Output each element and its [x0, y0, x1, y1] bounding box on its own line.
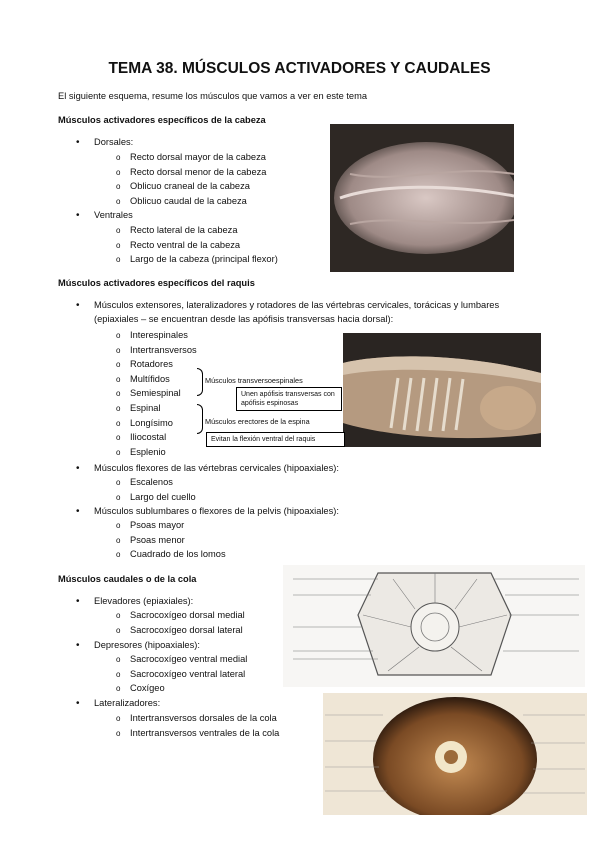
sublist-item: Rotadores — [130, 359, 173, 370]
note-box-transversoespinales: Unen apófisis transversas con apófisis e… — [236, 387, 342, 411]
sublist-item: Multífidos — [130, 373, 170, 384]
sub-bullet-icon: o — [116, 478, 121, 487]
sublist-item: Interespinales — [130, 330, 188, 340]
brace-erectores — [197, 404, 203, 434]
tail-section-illustration — [283, 565, 585, 687]
section-heading-cabeza: Músculos activadores específicos de la c… — [58, 115, 266, 125]
intro-text: El siguiente esquema, resume los músculo… — [58, 91, 368, 101]
sub-bullet-icon: o — [116, 197, 121, 207]
bullet-icon: • — [76, 640, 80, 651]
sub-bullet-icon: o — [116, 153, 121, 162]
tail-section-photo — [323, 693, 587, 821]
bullet-icon: • — [76, 463, 80, 474]
head-muscles-photo — [330, 124, 518, 272]
sub-bullet-icon: o — [116, 255, 121, 265]
sub-bullet-icon: o — [116, 550, 121, 560]
sublist-item: Escalenos — [130, 477, 173, 487]
sublist-item: Semiespinal — [130, 388, 181, 399]
brace-transversoespinales — [197, 368, 203, 396]
sublist-item: Sacrocoxígeo dorsal medial — [130, 610, 245, 620]
list-item-lateralizadores: Lateralizadores: — [94, 698, 161, 708]
note-box-erectores: Evitan la flexión ventral del raquis — [206, 432, 345, 447]
list-item-elevadores: Elevadores (epiaxiales): — [94, 596, 194, 606]
sublist-item: Psoas mayor — [130, 520, 185, 530]
sub-bullet-icon: o — [116, 655, 121, 664]
bullet-icon: • — [76, 300, 80, 311]
brace-label-erectores: Músculos erectores de la espina — [205, 417, 310, 426]
sublist-item: Intertransversos ventrales de la cola — [130, 727, 280, 738]
sublist-item: Oblicuo caudal de la cabeza — [130, 196, 247, 207]
bullet-icon: • — [76, 210, 80, 221]
sub-bullet-icon: o — [116, 360, 121, 370]
sublist-item: Longísimo — [130, 417, 173, 428]
sublist-item: Sacrocoxígeo dorsal lateral — [130, 624, 243, 635]
bullet-icon: • — [76, 137, 80, 148]
list-item-extensores-cont: (epiaxiales – se encuentran desde las ap… — [94, 314, 394, 324]
page-title: TEMA 38. MÚSCULOS ACTIVADORES Y CAUDALES — [108, 60, 491, 77]
sub-bullet-icon: o — [116, 492, 121, 502]
sub-bullet-icon: o — [116, 404, 121, 413]
bullet-icon: • — [76, 506, 80, 517]
sublist-item: Coxígeo — [130, 683, 165, 694]
list-item-depresores: Depresores (hipoaxiales): — [94, 640, 200, 650]
sub-bullet-icon: o — [116, 625, 121, 635]
sub-bullet-icon: o — [116, 182, 121, 192]
sublist-item: Sacrocoxígeo ventral medial — [130, 654, 248, 664]
sub-bullet-icon: o — [116, 433, 121, 443]
sublist-item: Iliocostal — [130, 432, 167, 443]
tail-section-diagram — [283, 565, 585, 687]
sublist-item: Recto ventral de la cabeza — [130, 239, 241, 250]
sublist-item: Psoas menor — [130, 534, 185, 545]
sublist-item: Largo de la cabeza (principal flexor) — [130, 254, 278, 265]
list-item-sublumbares: Músculos sublumbares o flexores de la pe… — [94, 506, 339, 516]
head-muscles-illustration — [330, 124, 518, 272]
section-heading-raquis: Músculos activadores específicos del raq… — [58, 278, 255, 288]
trunk-muscles-illustration — [343, 333, 541, 447]
sub-bullet-icon: o — [116, 611, 121, 620]
sublist-item: Recto dorsal menor de la cabeza — [130, 166, 267, 177]
bullet-icon: • — [76, 596, 80, 607]
sub-bullet-icon: o — [116, 240, 121, 250]
sub-bullet-icon: o — [116, 684, 121, 694]
bullet-icon: • — [76, 698, 80, 709]
sub-bullet-icon: o — [116, 389, 121, 399]
sublist-item: Intertransversos — [130, 344, 197, 355]
sub-bullet-icon: o — [116, 669, 121, 679]
sublist-item: Esplenio — [130, 446, 166, 457]
sublist-item: Recto lateral de la cabeza — [130, 225, 238, 235]
tail-photo-illustration — [323, 693, 587, 821]
sublist-item: Intertransversos dorsales de la cola — [130, 713, 277, 723]
sub-bullet-icon: o — [116, 521, 121, 530]
section-heading-cola: Músculos caudales o de la cola — [58, 574, 197, 584]
sub-bullet-icon: o — [116, 345, 121, 355]
sub-bullet-icon: o — [116, 418, 121, 428]
sub-bullet-icon: o — [116, 535, 121, 545]
sublist-item: Recto dorsal mayor de la cabeza — [130, 152, 266, 162]
sub-bullet-icon: o — [116, 447, 121, 457]
list-item-ventrales: Ventrales — [94, 210, 133, 220]
list-item-dorsales: Dorsales: — [94, 137, 134, 147]
sub-bullet-icon: o — [116, 374, 121, 384]
sublist-item: Cuadrado de los lomos — [130, 549, 226, 560]
sublist-item: Espinal — [130, 403, 161, 413]
sub-bullet-icon: o — [116, 226, 121, 235]
sublist-item: Largo del cuello — [130, 491, 196, 502]
brace-label-transversoespinales: Músculos transversoespinales — [205, 376, 303, 385]
sublist-item: Sacrocoxígeo ventral lateral — [130, 668, 246, 679]
sub-bullet-icon: o — [116, 714, 121, 723]
sub-bullet-icon: o — [116, 728, 121, 738]
sub-bullet-icon: o — [116, 167, 121, 177]
sublist-item: Oblicuo craneal de la cabeza — [130, 181, 250, 192]
list-item-extensores: Músculos extensores, lateralizadores y r… — [94, 300, 500, 310]
trunk-muscles-photo — [343, 333, 541, 447]
list-item-flexores: Músculos flexores de las vértebras cervi… — [94, 463, 339, 473]
sub-bullet-icon: o — [116, 331, 121, 340]
